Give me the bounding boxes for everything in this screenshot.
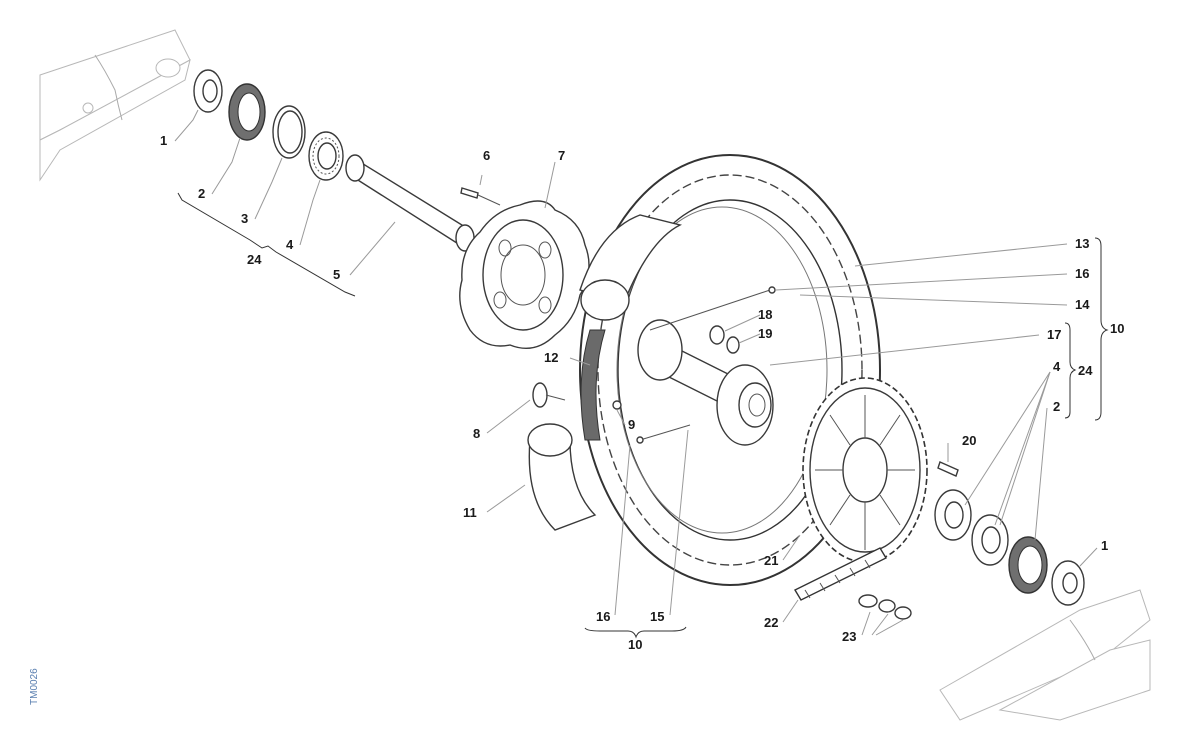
callout-2-right: 2: [1053, 399, 1060, 414]
callout-13: 13: [1075, 236, 1089, 251]
chain-link-23: [858, 594, 912, 620]
callout-12: 12: [544, 350, 558, 365]
drawing-code: TM0026: [29, 668, 40, 705]
callout-19: 19: [758, 326, 772, 341]
swingarm-left: [39, 29, 191, 182]
bolt-20: [937, 461, 959, 477]
bearing-4-right-a: [934, 489, 972, 541]
spokes: [612, 286, 776, 444]
callout-labels: 1 2 3 4 24 5 6 7 12 8 9 11 13 16 14 10 1…: [160, 133, 1124, 652]
callout-15: 15: [650, 609, 664, 624]
callout-8: 8: [473, 426, 480, 441]
callout-11: 11: [463, 505, 477, 520]
callout-22: 22: [764, 615, 778, 630]
callout-17: 17: [1047, 327, 1061, 342]
spacer-1-left: [193, 69, 223, 113]
callout-24-right: 24: [1078, 363, 1093, 378]
callout-5: 5: [333, 267, 340, 282]
callout-24-left: 24: [247, 252, 262, 267]
callout-14: 14: [1075, 297, 1090, 312]
callout-4-right: 4: [1053, 359, 1061, 374]
callout-3: 3: [241, 211, 248, 226]
callout-9: 9: [628, 417, 635, 432]
bearing-4-left: [308, 131, 344, 181]
seal-2-right: [1008, 536, 1048, 594]
valve-8: [532, 382, 566, 408]
circlip-3: [272, 105, 306, 159]
bolt-6: [460, 187, 501, 206]
nut-18: [709, 325, 725, 345]
axle-spacer-5: [345, 154, 475, 252]
callout-7: 7: [558, 148, 565, 163]
callout-16-bottom: 16: [596, 609, 610, 624]
brake-disc-7: [459, 200, 590, 349]
callout-2-left: 2: [198, 186, 205, 201]
chain-22: [794, 547, 887, 601]
inner-tube-11: [527, 214, 683, 531]
seal-2-left: [228, 83, 266, 141]
callout-21: 21: [764, 553, 778, 568]
hub: [637, 319, 774, 446]
spacer-1-right: [1051, 560, 1085, 606]
callout-16-right: 16: [1075, 266, 1089, 281]
bearing-4-right-b: [971, 514, 1009, 566]
callout-23: 23: [842, 629, 856, 644]
callout-1-left: 1: [160, 133, 167, 148]
washer-19: [726, 336, 740, 354]
callout-10-bottom: 10: [628, 637, 642, 652]
callout-18: 18: [758, 307, 772, 322]
sprocket-21: [802, 377, 928, 563]
swingarm-right: [939, 589, 1151, 721]
callout-6: 6: [483, 148, 490, 163]
leader-lines: [174, 109, 1098, 636]
brackets: [177, 192, 1109, 639]
callout-20: 20: [962, 433, 976, 448]
callout-1-right: 1: [1101, 538, 1108, 553]
callout-4-left: 4: [286, 237, 294, 252]
callout-10-right: 10: [1110, 321, 1124, 336]
